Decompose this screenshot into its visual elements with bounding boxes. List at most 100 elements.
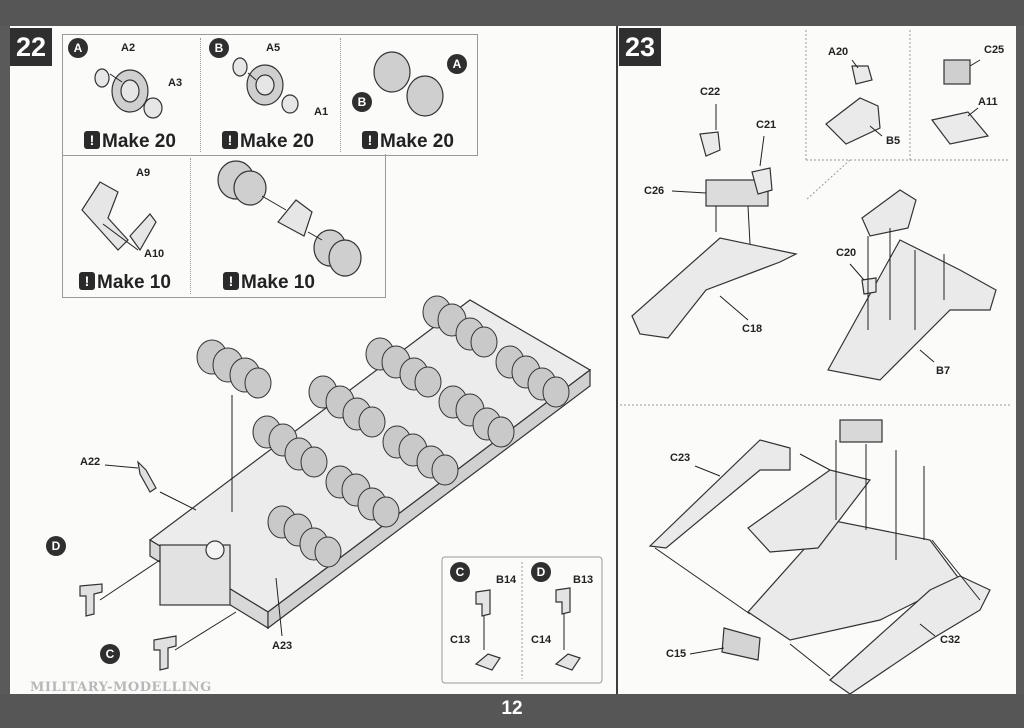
part-label: B7 (936, 365, 951, 377)
part-d-drawing (79, 583, 103, 617)
part-label: C23 (670, 452, 691, 464)
leader-line (919, 349, 935, 363)
make-count: !Make 20 (84, 131, 176, 153)
separator (190, 158, 191, 294)
marker-d: D (46, 536, 66, 556)
bogie-arm-drawing (81, 181, 129, 251)
subassembly-drawing (861, 189, 917, 237)
tire-drawing (233, 170, 267, 206)
make-count: !Make 20 (222, 131, 314, 153)
leader-line (99, 559, 161, 601)
c25-drawing (943, 59, 971, 85)
separator (340, 38, 341, 152)
leader-line (109, 73, 123, 83)
c21-drawing (751, 167, 773, 195)
exclamation-icon: ! (223, 272, 239, 290)
part-label: A11 (978, 96, 998, 108)
part-label: C25 (984, 44, 1005, 56)
part-label: A22 (80, 456, 101, 468)
leader-line (747, 205, 751, 245)
marker-c: C (450, 562, 470, 582)
leader-line (104, 464, 139, 469)
c22-drawing (699, 131, 721, 157)
c32-drawing (829, 575, 991, 695)
leader-line (654, 547, 751, 615)
watermark: MILITARY-MODELLING (30, 680, 212, 695)
leader-line (799, 453, 831, 471)
footer-bar: 12 (0, 694, 1024, 728)
hub-ring-drawing (232, 57, 248, 77)
part-label: B14 (496, 574, 517, 586)
leader-line (967, 107, 979, 117)
make-count: !Make 10 (79, 272, 171, 294)
leader-line (174, 611, 237, 651)
part-label: A20 (828, 46, 849, 58)
tire-drawing (406, 75, 444, 117)
part-label: C32 (940, 634, 961, 646)
leader-line (671, 190, 707, 194)
leader-line (719, 295, 749, 321)
leader-line (969, 59, 981, 67)
marker-d: D (531, 562, 551, 582)
step-22-badge: 22 (10, 28, 52, 66)
b5-drawing (825, 97, 881, 145)
part-label: A1 (314, 106, 329, 118)
leader-line (159, 491, 197, 511)
part-label: C22 (700, 86, 721, 98)
part-label: C14 (531, 634, 552, 646)
part-label: C13 (450, 634, 471, 646)
bogie-arm-drawing (277, 199, 313, 237)
part-label: A5 (266, 42, 281, 54)
part-label: C20 (836, 247, 857, 259)
leader-line (307, 231, 323, 241)
subassembly-box-bottom (62, 154, 386, 298)
part-a22-drawing (137, 460, 157, 493)
deck-drawing (747, 469, 872, 553)
marker-b: B (209, 38, 229, 58)
part-label: A23 (272, 640, 293, 652)
step-23-badge: 23 (619, 28, 661, 66)
top-bar (0, 0, 1024, 26)
part-b13-drawing (555, 587, 571, 615)
part-label: B5 (886, 135, 901, 147)
leader-line (247, 72, 257, 81)
separator (200, 38, 201, 152)
part-c13-drawing (474, 653, 501, 671)
leader-line (102, 223, 139, 251)
make-count: !Make 20 (362, 131, 454, 153)
hub-ring-drawing (94, 68, 110, 88)
coupling-drawing (205, 540, 225, 560)
bogie-bracket-drawing (129, 213, 157, 252)
marker-b: B (352, 92, 372, 112)
leader-line (694, 465, 721, 477)
hub-cap-drawing (281, 94, 299, 114)
part-label: A3 (168, 77, 183, 89)
c15-drawing (721, 627, 761, 661)
leader-line (851, 59, 859, 69)
inset-box (441, 556, 603, 684)
step-divider (616, 26, 618, 694)
part-label: C21 (756, 119, 777, 131)
exclamation-icon: ! (79, 272, 95, 290)
leader-line (869, 125, 883, 137)
leader-line (919, 623, 936, 637)
page-number: 12 (501, 698, 523, 719)
exclamation-icon: ! (84, 131, 100, 149)
separator (66, 155, 382, 156)
part-label: B13 (573, 574, 594, 586)
wheel-sets-drawing (196, 295, 570, 568)
make-count: !Make 10 (223, 272, 315, 294)
c20-drawing (861, 277, 877, 295)
marker-c: C (100, 644, 120, 664)
separator (805, 159, 852, 201)
part-c14-drawing (554, 653, 581, 671)
part-label: C15 (666, 648, 687, 660)
marker-a: A (68, 38, 88, 58)
tire-drawing (328, 239, 362, 277)
a20-drawing (851, 65, 873, 85)
c23-drawing (648, 439, 791, 549)
leader-line (261, 195, 287, 211)
part-label: C18 (742, 323, 763, 335)
